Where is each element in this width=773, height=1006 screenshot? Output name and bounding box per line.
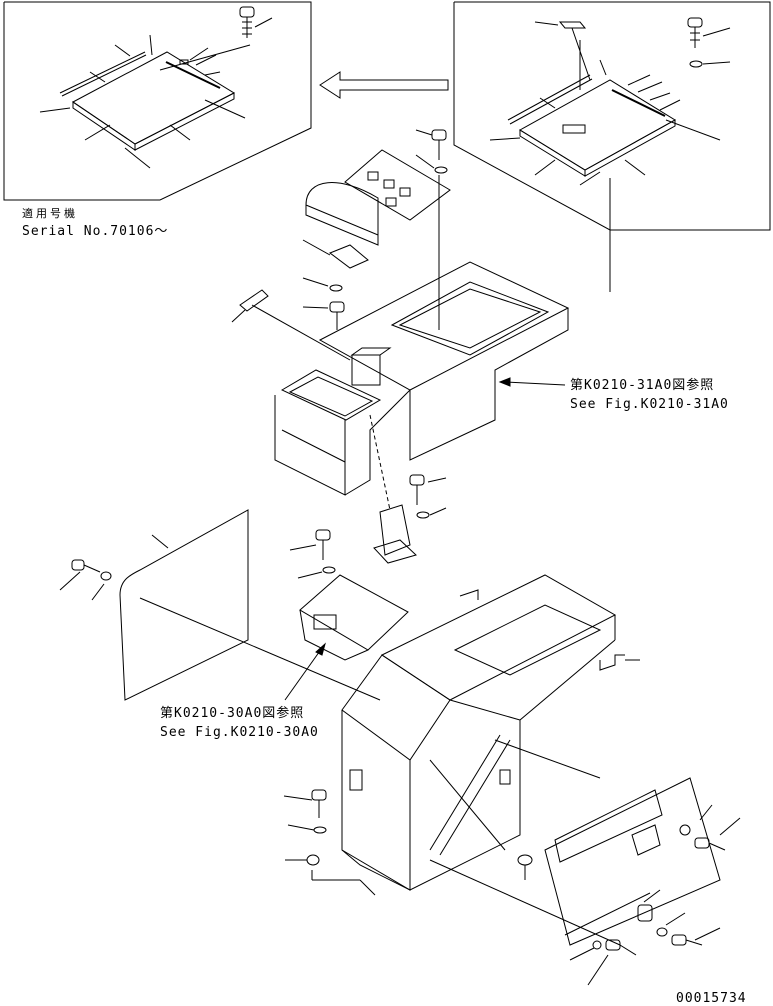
switch-plate	[344, 149, 451, 221]
left-side-panel	[119, 509, 381, 701]
cover-part	[305, 182, 379, 246]
ref-31a0-jp: 第K0210-31A0図参照	[570, 377, 714, 393]
bolt-part	[239, 6, 255, 38]
bolt-part	[431, 129, 448, 330]
upper-console-cover	[274, 261, 570, 496]
ref-31a0-en: See Fig.K0210-31A0	[570, 397, 729, 412]
ref-30a0-jp: 第K0210-30A0図参照	[160, 705, 304, 721]
right-side-panel	[544, 777, 721, 946]
bolt-part	[71, 559, 112, 581]
arrow-left-icon	[319, 71, 449, 99]
inset-right	[453, 1, 771, 292]
lower-frame	[341, 574, 617, 891]
applicable-label: 適用号機	[22, 206, 78, 220]
serial-label: Serial No.70106～	[22, 224, 168, 239]
bolt-part	[687, 17, 703, 68]
inset-left	[3, 1, 312, 201]
ref-30a0-en: See Fig.K0210-30A0	[160, 725, 319, 740]
drawing-number: 00015734	[676, 991, 747, 1006]
bracket-cup	[299, 574, 409, 661]
plug-part	[239, 289, 351, 361]
